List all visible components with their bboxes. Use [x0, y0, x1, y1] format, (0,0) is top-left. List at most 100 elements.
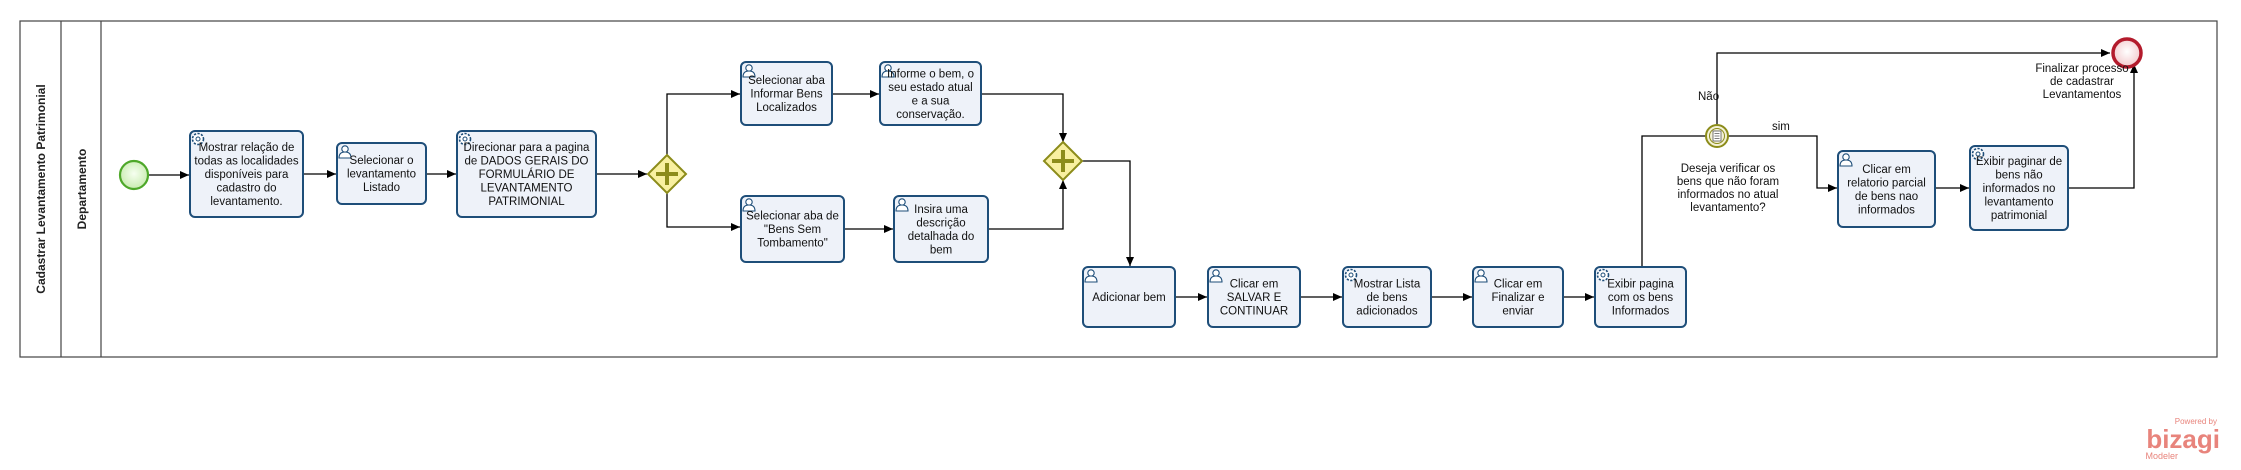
decision-event[interactable]: [1705, 124, 1729, 148]
task-box[interactable]: [1342, 266, 1432, 328]
decision-question: Deseja verificar os bens que não foram i…: [1677, 163, 1779, 214]
task-label-line: Informe o bem, o: [887, 68, 974, 80]
pool-label: Cadastrar Levantamento Patrimonial: [34, 84, 48, 293]
task-label-line: Localizados: [756, 102, 817, 114]
task-box[interactable]: [456, 130, 597, 218]
user-task-icon: [742, 64, 756, 78]
svg-text:Levantamentos: Levantamentos: [2043, 89, 2122, 101]
user-task-icon: [1474, 269, 1488, 283]
task-label-line: descrição: [916, 217, 965, 229]
svg-text:Powered by: Powered by: [2175, 417, 2217, 426]
service-task-icon: [1344, 268, 1358, 282]
task-label-line: Clicar em: [1230, 279, 1279, 291]
task-box[interactable]: [1082, 266, 1176, 328]
task-label-line: adicionados: [1356, 306, 1418, 318]
task-label-line: bem: [930, 244, 952, 256]
task-box[interactable]: [1837, 150, 1936, 228]
task-label-line: de DADOS GERAIS DO: [465, 156, 589, 168]
task-label-line: Adicionar bem: [1092, 292, 1166, 304]
service-task-icon: [191, 132, 205, 146]
task-label-line: bens não: [1995, 170, 2042, 182]
svg-text:bens que não foram: bens que não foram: [1677, 176, 1779, 188]
task-label-line: levantamento: [1984, 197, 2053, 209]
bizagi-logo: Powered by bizagi Modeler: [2145, 417, 2220, 461]
task-label-line: cadastro do: [216, 183, 276, 195]
task-label-line: informados: [1858, 204, 1915, 216]
svg-text:informados no atual: informados no atual: [1677, 189, 1778, 201]
task-label-line: disponíveis para: [205, 169, 289, 181]
task-label-line: Exibir paginar de: [1976, 156, 2062, 168]
task-label-line: Exibir pagina: [1607, 279, 1674, 291]
end-event[interactable]: [2111, 37, 2143, 69]
service-task-icon: [1596, 268, 1610, 282]
svg-text:de cadastrar: de cadastrar: [2050, 76, 2114, 88]
task-box[interactable]: [740, 61, 833, 126]
task-label-line: enviar: [1502, 306, 1533, 318]
user-task-icon: [1084, 269, 1098, 283]
user-task-icon: [338, 145, 352, 159]
task-label-line: patrimonial: [1991, 210, 2047, 222]
task-label-line: FORMULÁRIO DE: [479, 168, 575, 181]
svg-text:bizagi: bizagi: [2146, 424, 2220, 454]
adicionar-bem-task[interactable]: Adicionar bem: [1082, 266, 1176, 328]
user-task-icon: [742, 198, 756, 212]
task-box[interactable]: [189, 130, 304, 218]
lane-label: Departamento: [75, 149, 89, 230]
task-label-line: levantamento.: [210, 196, 282, 208]
task-label-line: LEVANTAMENTO: [480, 183, 572, 195]
task-box[interactable]: [879, 61, 982, 126]
task-label-line: detalhada do: [908, 231, 975, 243]
parallel-gateway-join[interactable]: [1042, 140, 1084, 182]
task-box[interactable]: [893, 195, 989, 263]
svg-text:levantamento?: levantamento?: [1690, 202, 1765, 214]
task-box[interactable]: [1472, 266, 1564, 328]
task-label-line: de bens nao: [1855, 191, 1918, 203]
task-label-line: Informar Bens: [750, 89, 822, 101]
task-label-line: Clicar em: [1862, 164, 1911, 176]
end-event-label: Finalizar processo de cadastrar Levantam…: [2035, 63, 2128, 101]
parallel-gateway-split[interactable]: [646, 153, 688, 195]
task-label-line: seu estado atual: [888, 82, 972, 94]
task-label-line: com os bens: [1608, 292, 1673, 304]
task-label-line: relatorio parcial: [1847, 177, 1926, 189]
svg-text:Finalizar processo: Finalizar processo: [2035, 63, 2128, 75]
user-task-icon: [895, 198, 909, 212]
task-label-line: PATRIMONIAL: [488, 196, 565, 208]
task-label-line: "Bens Sem: [764, 224, 821, 236]
task-box[interactable]: [1969, 145, 2069, 231]
task-box[interactable]: [1594, 266, 1687, 328]
task-box[interactable]: [1207, 266, 1301, 328]
decision-yes-label: sim: [1772, 121, 1790, 133]
service-task-icon: [458, 132, 472, 146]
sequence-flows: [149, 49, 2138, 301]
task-label-line: Selecionar aba de: [746, 211, 839, 223]
start-event[interactable]: [118, 159, 150, 191]
task-label-line: de bens: [1367, 292, 1408, 304]
task-label-line: todas as localidades: [194, 156, 298, 168]
task-label-line: Finalizar e: [1491, 292, 1544, 304]
task-label-line: Clicar em: [1494, 279, 1543, 291]
task-box[interactable]: [740, 195, 845, 263]
user-task-icon: [881, 64, 895, 78]
svg-text:Modeler: Modeler: [2145, 451, 2178, 461]
user-task-icon: [1839, 153, 1853, 167]
task-box[interactable]: [336, 142, 427, 205]
task-label-line: e a sua: [912, 95, 950, 107]
task-label-line: Selecionar aba: [748, 75, 825, 87]
task-label-line: levantamento: [347, 169, 416, 181]
